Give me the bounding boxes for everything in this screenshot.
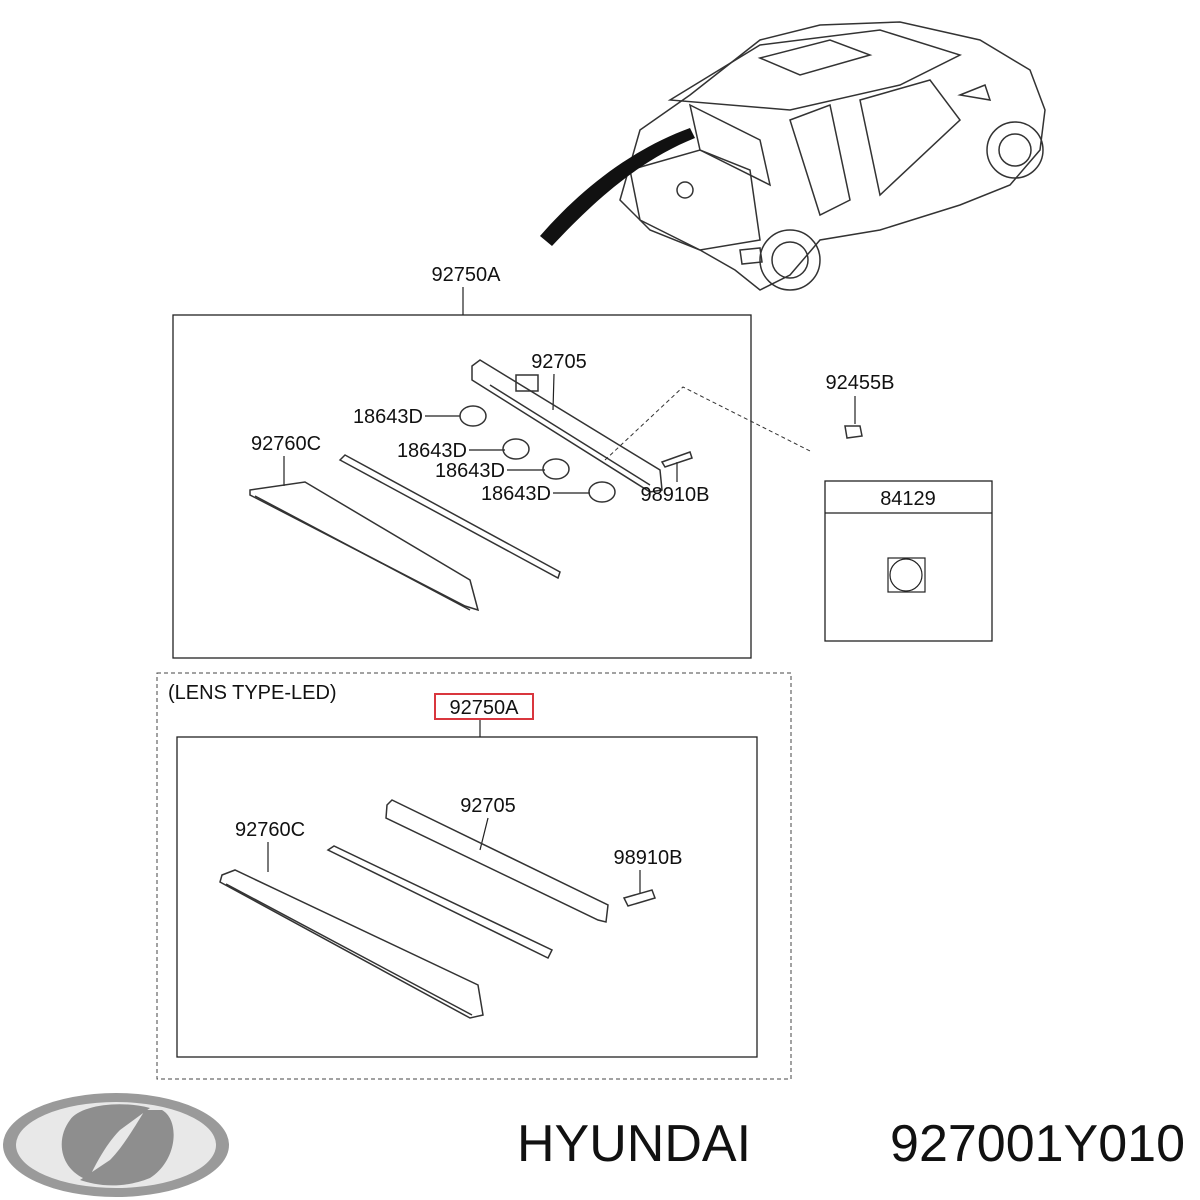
brand-name: HYUNDAI [517, 1115, 751, 1173]
led-section-frame [156, 672, 792, 1080]
label-92760c-led: 92760C [235, 819, 305, 841]
label-92750a: 92750A [432, 264, 502, 286]
socket-icon [660, 451, 693, 468]
part-84129-box: 84129 [824, 480, 993, 642]
bulb-icon [588, 481, 616, 503]
bulb-label: 18643D [435, 460, 505, 482]
led-assembly-frame [176, 736, 758, 1058]
label-92705-led: 92705 [460, 795, 516, 817]
label-92705: 92705 [531, 351, 587, 373]
assembly-frame [172, 314, 752, 659]
connection-line [604, 386, 813, 461]
bulb-label: 18643D [481, 483, 551, 505]
highlight-box [434, 693, 534, 720]
label-98910b-led: 98910B [614, 847, 683, 869]
label-98910b: 98910B [641, 484, 710, 506]
led-socket-icon [622, 889, 656, 907]
bulb-icon [459, 405, 487, 427]
part-number: 927001Y010 [890, 1115, 1185, 1173]
bulb-label: 18643D [397, 440, 467, 462]
label-92760c: 92760C [251, 433, 321, 455]
hyundai-logo [3, 1093, 229, 1197]
bulb-group: 18643D 18643D 18643D 18643D [353, 405, 616, 505]
label-92455b: 92455B [826, 372, 895, 394]
car-illustration [619, 21, 1046, 291]
led-housing [385, 799, 609, 923]
lamp-lens [249, 454, 561, 612]
led-section-title: (LENS TYPE-LED) [168, 682, 337, 704]
label-84129: 84129 [880, 488, 936, 510]
label-92750a-led: 92750A [450, 697, 520, 719]
led-lens [219, 845, 554, 1019]
bulb-label: 18643D [353, 406, 423, 428]
bulb-icon [542, 458, 570, 480]
plug-icon [889, 558, 923, 592]
screw-icon [844, 425, 863, 439]
lamp-housing [471, 359, 663, 493]
location-pointer [540, 128, 695, 246]
bulb-icon [502, 438, 530, 460]
